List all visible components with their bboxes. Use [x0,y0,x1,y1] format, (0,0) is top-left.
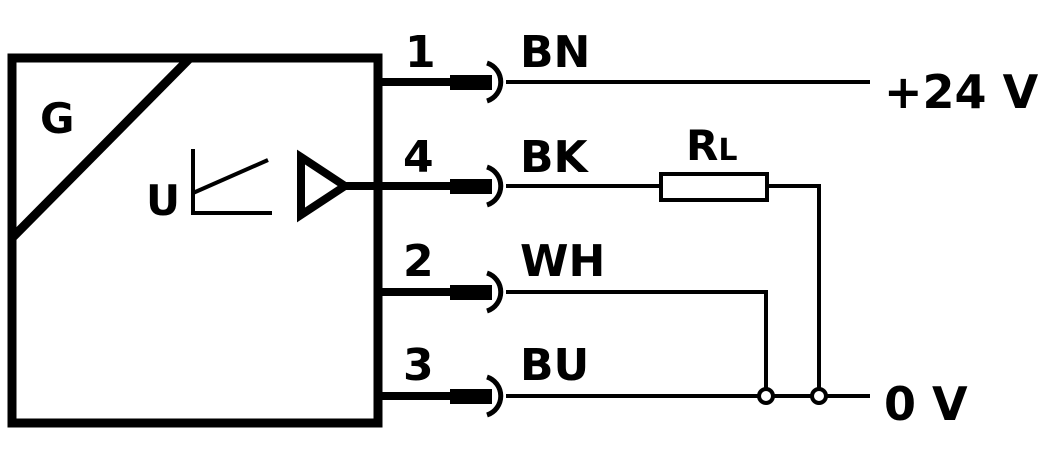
output-triangle-icon [297,149,353,223]
junction-node [810,387,828,405]
wire-color-label: BN [520,27,590,78]
resistor-body [659,172,769,202]
device-housing: G U [7,53,383,428]
pin-number: 2 [403,236,434,287]
pin-number: 3 [403,340,434,391]
resistor-wire [767,184,821,396]
socket-arc [486,270,504,314]
wire [506,290,768,396]
load-label: RL [686,121,737,170]
pin-row-4: 4 BK [378,132,661,208]
pin-row-3: 3 BU [378,340,870,418]
load-label-main: R [686,121,718,170]
socket-arc [486,164,504,208]
plug-contact [450,285,492,300]
analog-ramp-icon [191,149,272,215]
supply-positive-label: +24 V [884,65,1039,119]
socket-arc [486,60,504,104]
supply-ground-label: 0 V [884,377,968,431]
wire-color-label: BK [520,132,590,183]
output-symbol-label: U [146,176,180,225]
plug-contact [450,75,492,90]
load-label-subscript: L [718,133,737,168]
plug-contact [450,389,492,404]
pin-row-1: 1 BN [378,27,870,104]
device-diagonal [8,54,194,242]
junction-node [757,387,775,405]
pin-row-2: 2 WH [378,236,768,396]
pin-number: 4 [403,132,434,183]
plug-contact [450,179,492,194]
wire-color-label: WH [520,236,605,287]
device-box [7,53,383,428]
device-label: G [40,94,74,143]
pin-number: 1 [405,27,436,78]
load-resistor: RL [659,121,821,396]
wire-color-label: BU [520,340,589,391]
socket-arc [486,374,504,418]
